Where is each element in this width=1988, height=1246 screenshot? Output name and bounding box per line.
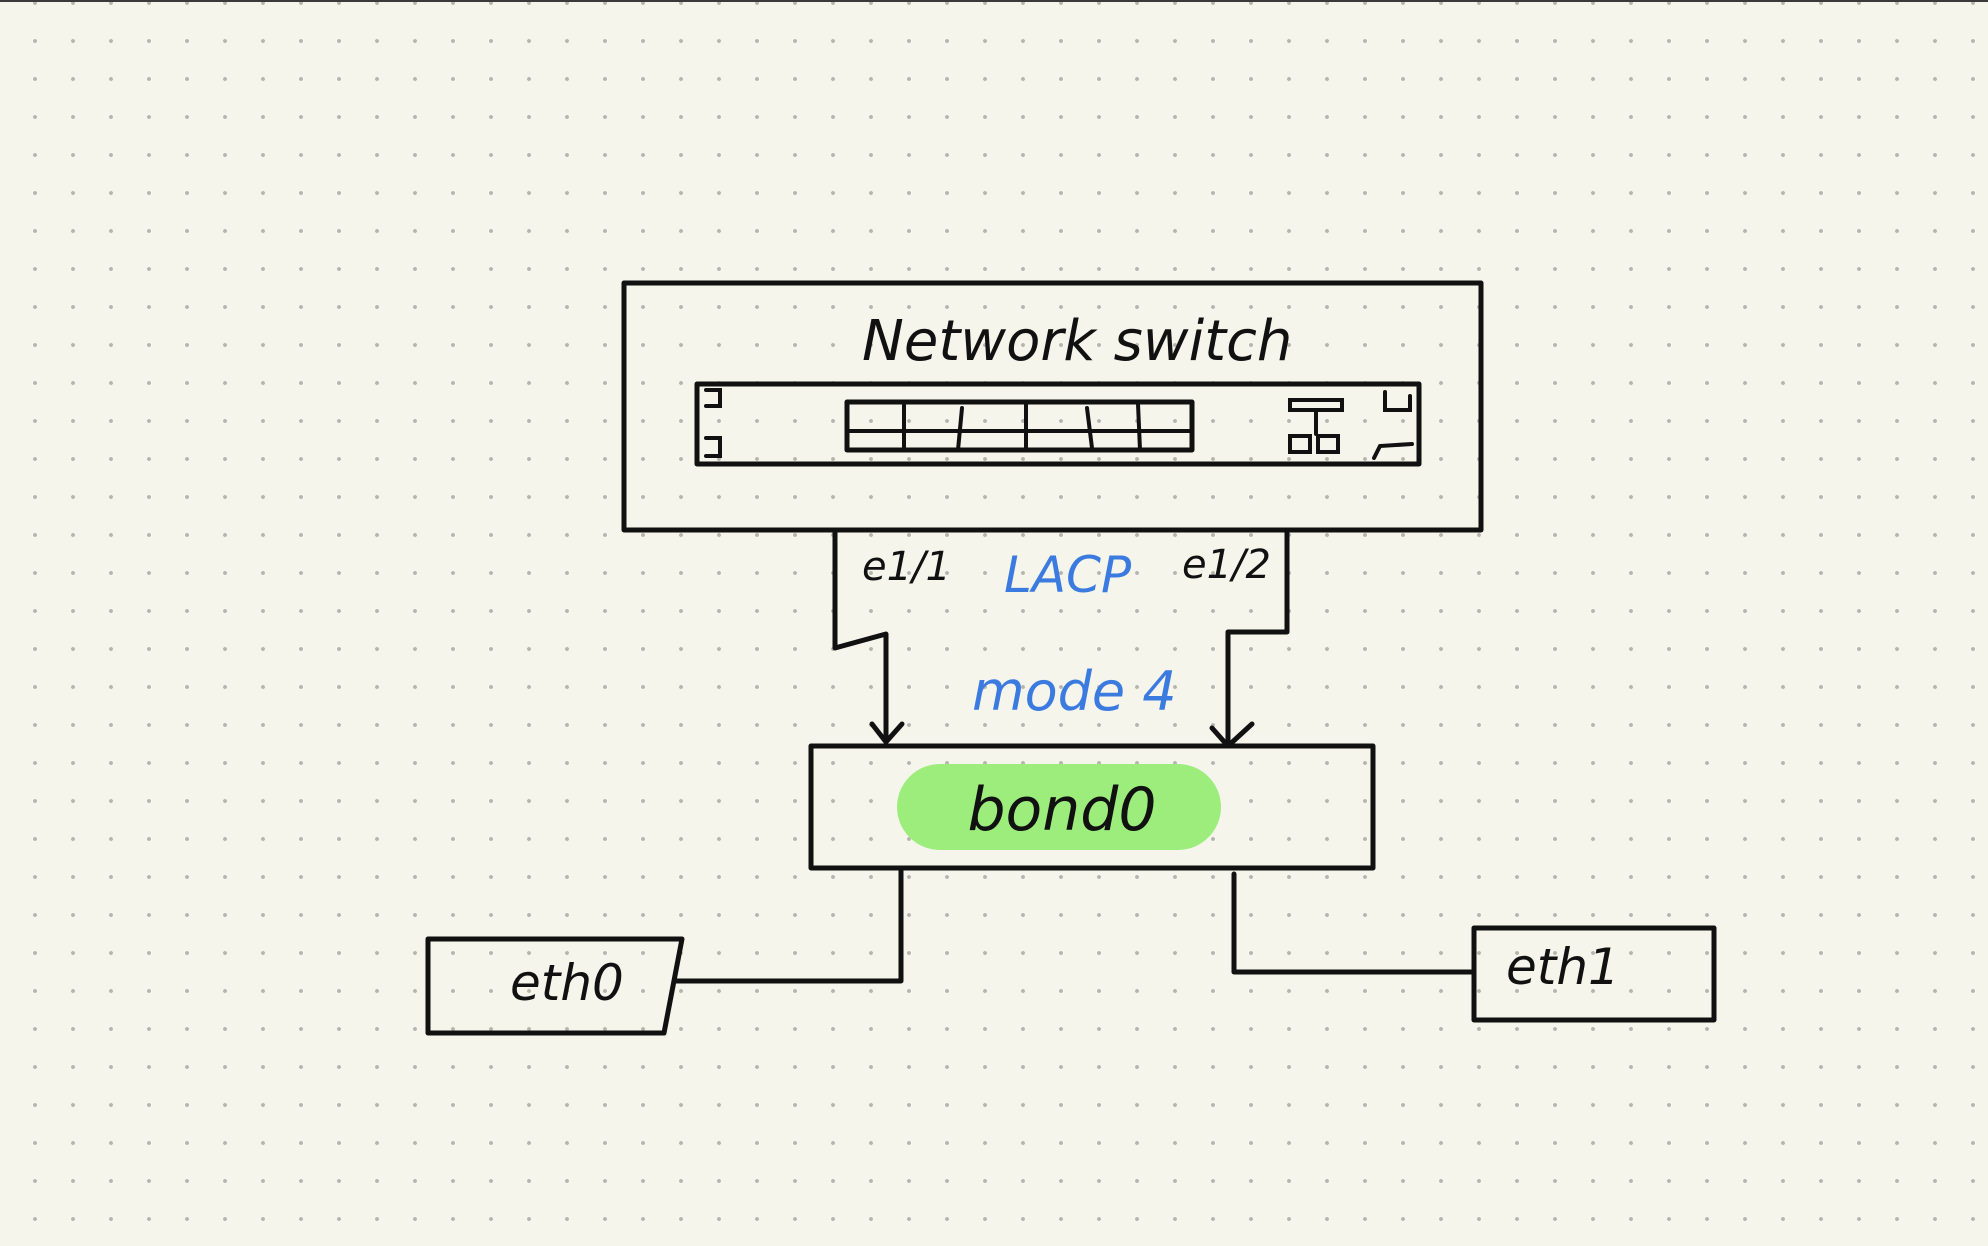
eth1-box (1471, 925, 1717, 1023)
protocol-label: LACP (1004, 546, 1132, 604)
eth1-label: eth1 (1506, 938, 1620, 996)
bond-box (808, 743, 1376, 871)
switch-icon (694, 381, 1422, 467)
switch-label: Network switch (862, 309, 1292, 374)
port2-label: e1/2 (1182, 542, 1271, 588)
top-border (0, 0, 1988, 2)
port1-label: e1/1 (862, 544, 951, 590)
link-bond-eth1 (1231, 871, 1477, 975)
link-e1-1 (832, 530, 889, 743)
bond-highlight (897, 764, 1221, 850)
link-e1-2 (1225, 530, 1290, 747)
switch-box (621, 280, 1484, 533)
eth0-label: eth0 (510, 954, 624, 1012)
eth0-box (425, 936, 685, 1036)
bond-label: bond0 (967, 775, 1156, 845)
link-bond-eth0 (673, 867, 904, 984)
mode-label: mode 4 (972, 660, 1177, 723)
arrowhead-left-icon (869, 721, 905, 745)
arrowhead-right-icon (1209, 721, 1255, 749)
